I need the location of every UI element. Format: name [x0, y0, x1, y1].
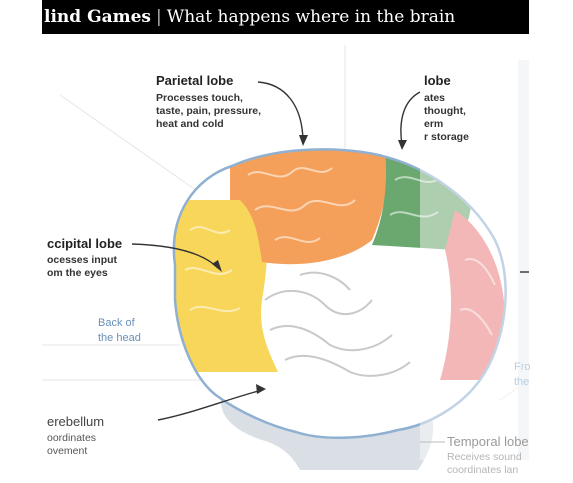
temporal-desc-line: coordinates lan [447, 464, 519, 476]
temporal-title: Temporal lobe [447, 434, 529, 449]
guide-lines [42, 45, 530, 401]
arrowheads [212, 135, 407, 394]
parietal-arrow [257, 81, 304, 141]
parietal-desc-line: heat and cold [156, 118, 224, 130]
occipital-arrowhead [212, 260, 222, 272]
frontal-desc-line: r storage [424, 131, 469, 143]
back-of-head-label: Back of the head [98, 316, 141, 346]
parietal-arrowhead [299, 135, 308, 146]
fade-overlay [420, 140, 529, 460]
cerebellum-arrowhead [256, 384, 266, 394]
front-of-head-line: the [514, 376, 530, 388]
gyri-lines [184, 167, 496, 336]
frontal-title: lobe [424, 73, 451, 88]
front-of-head-label: Fro the [514, 360, 531, 390]
cerebellum-title: erebellum [47, 414, 105, 429]
cerebellum-arrow [157, 389, 263, 421]
parietal-desc: Processes touch, taste, pain, pressure, … [156, 92, 261, 131]
occipital-desc-line: om the eyes [47, 267, 108, 279]
parietal-desc-line: taste, pain, pressure, [156, 105, 262, 117]
frontal-arrowhead [398, 140, 407, 150]
occipital-desc: ocesses input om the eyes [47, 254, 117, 280]
occipital-arrow [131, 243, 219, 269]
frontal-desc-line: thought, [424, 105, 466, 117]
parietal-title: Parietal lobe [156, 73, 234, 88]
frontal-desc: ates thought, erm r storage [424, 92, 469, 144]
temporal-desc: Receives sound coordinates lan [447, 451, 522, 477]
header-title-bold: lind Games [44, 7, 151, 27]
header-title: lind Games|What happens where in the bra… [44, 7, 455, 27]
frontal-arrow [400, 91, 421, 146]
cerebellum-desc-line: oordinates [47, 432, 97, 444]
header-subtitle: What happens where in the brain [166, 7, 456, 27]
occipital-region [173, 200, 278, 372]
header-bar [42, 0, 529, 34]
temporal-desc-line: Receives sound [447, 451, 522, 463]
cerebellum-desc-line: ovement [47, 445, 88, 457]
parietal-region [230, 150, 387, 265]
cerebrum-regions [173, 149, 506, 438]
front-of-head-line: Fro [514, 361, 531, 373]
header-separator: | [156, 7, 162, 27]
back-of-head-line: the head [98, 332, 141, 344]
back-of-head-line: Back of [98, 317, 135, 329]
annotation-arrows [131, 81, 529, 421]
temporal-folds [264, 271, 411, 377]
brain-outline [172, 148, 507, 440]
cerebellum-desc: oordinates ovement [47, 432, 96, 458]
occipital-title: ccipital lobe [47, 236, 123, 251]
frontal-desc-line: erm [424, 118, 444, 130]
occipital-desc-line: ocesses input [47, 254, 118, 266]
frontal-desc-line: ates [424, 92, 446, 104]
side-panel [518, 60, 529, 460]
prefrontal-region [440, 210, 505, 380]
parietal-desc-line: Processes touch, [156, 92, 243, 104]
